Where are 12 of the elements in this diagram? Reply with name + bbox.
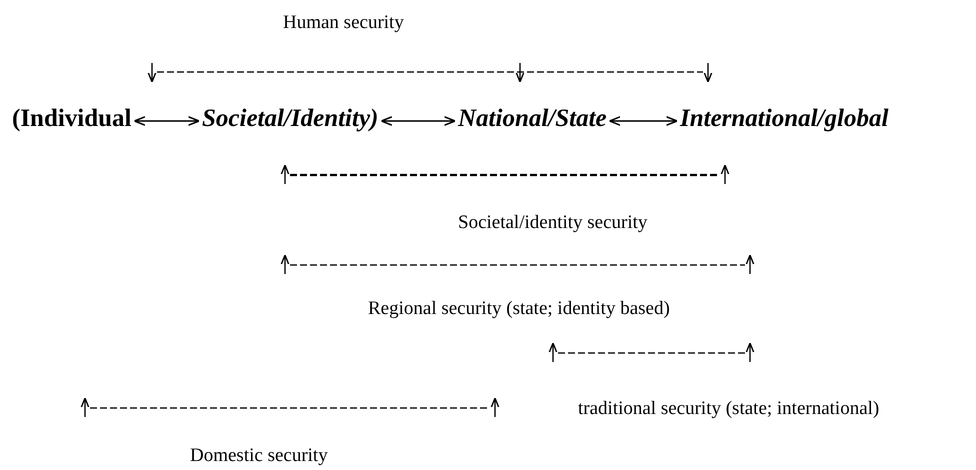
security-label: Regional security (state; identity based) <box>368 298 670 320</box>
level-label: National/State <box>458 104 607 134</box>
level-label: (Individual <box>12 104 132 134</box>
security-label: Domestic security <box>190 445 328 467</box>
security-label: Human security <box>283 12 404 34</box>
security-label: traditional security (state; international) <box>578 398 880 420</box>
security-label: Societal/identity security <box>458 212 648 234</box>
level-label: International/global <box>680 104 888 134</box>
double-arrow <box>608 116 678 126</box>
level-label: Societal/Identity) <box>202 104 378 134</box>
double-arrow <box>380 116 456 126</box>
double-arrow <box>134 116 200 126</box>
